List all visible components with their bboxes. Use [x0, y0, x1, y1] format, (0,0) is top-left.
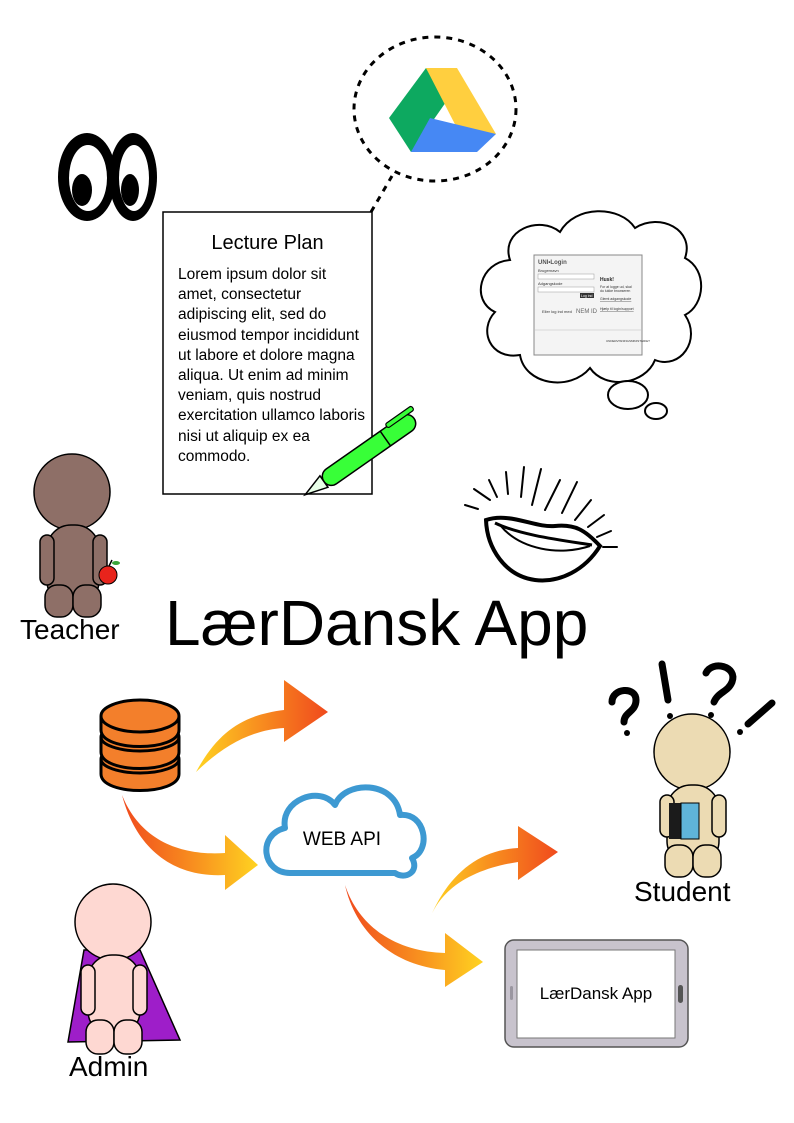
pen-icon [302, 405, 417, 497]
web-api-label: WEB API [302, 829, 382, 850]
login-nemid: NEM ID [576, 309, 598, 315]
teacher-label: Teacher [20, 614, 120, 645]
cloud-icon [263, 784, 427, 879]
login-remember-title: Husk! [600, 277, 614, 283]
svg-text:du lukke browseren: du lukke browseren [600, 289, 630, 293]
book-icon [669, 802, 700, 840]
login-password-label: Adgangskode [538, 281, 563, 286]
teacher-figure [33, 453, 111, 618]
lecture-plan-title: Lecture Plan [211, 232, 324, 254]
app-title: LærDansk App [165, 587, 589, 659]
arrow-api-to-app [345, 885, 483, 987]
login-ministry: UNDERVISNINGSMINISTERIET [606, 339, 650, 343]
tablet-icon [504, 939, 689, 1048]
apple-icon [98, 559, 120, 585]
login-help-link: Hjælp til login/support [600, 307, 634, 311]
arrow-api-to-database [196, 680, 328, 772]
database-icon [99, 698, 181, 792]
login-screen: UNI•Login Brugernavn Adgangskode Log ind… [533, 254, 650, 356]
google-drive-bubble [352, 35, 518, 213]
admin-figure [67, 883, 182, 1055]
login-remember-text: For at logge ud, skal [600, 285, 632, 289]
tablet-app-label: LærDansk App [539, 984, 653, 1003]
arrow-database-to-api [122, 795, 258, 890]
lecture-plan-body: Lorem ipsum dolor sit amet, consectetur … [178, 266, 365, 465]
login-button: Log ind [581, 294, 593, 298]
login-forgot-link: Glemt adgangskode [600, 297, 631, 301]
student-label: Student [634, 876, 731, 907]
google-drive-icon [389, 68, 496, 152]
question-exclamation-marks [608, 660, 776, 736]
lecture-plan-document [162, 211, 373, 495]
login-alt: Eller log ind med [542, 309, 572, 314]
student-figure [653, 713, 731, 878]
eyes-icon [58, 133, 157, 221]
admin-label: Admin [69, 1051, 149, 1082]
arrow-app-to-api [430, 826, 558, 918]
smile-icon [464, 466, 618, 583]
login-username-label: Brugernavn [538, 268, 559, 273]
login-brand: UNI•Login [538, 260, 567, 266]
